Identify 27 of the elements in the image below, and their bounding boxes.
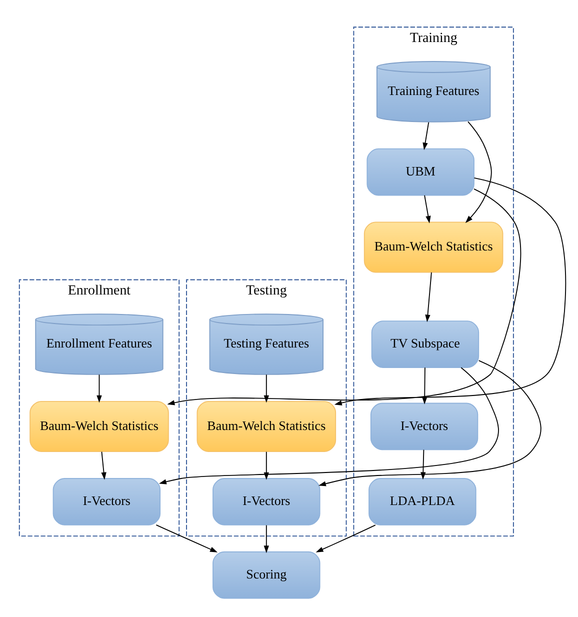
- node-box: LDA-PLDA: [368, 478, 476, 525]
- node-box: Baum-Welch Statistics: [196, 400, 336, 452]
- node-box: UBM: [366, 148, 474, 196]
- arrow: [422, 366, 428, 404]
- arrow: [316, 524, 376, 552]
- arrow: [96, 374, 102, 402]
- arrow: [264, 374, 270, 402]
- node-box: I-Vectors: [52, 478, 161, 525]
- arrow: [334, 177, 566, 405]
- arrow: [264, 524, 270, 553]
- arrow: [424, 194, 431, 223]
- node-box: Baum-Welch Statistics: [30, 400, 169, 452]
- arrow: [101, 450, 106, 480]
- node-box: Scoring: [212, 550, 320, 598]
- arrow: [422, 121, 430, 150]
- arrow: [167, 188, 522, 405]
- node-box: I-Vectors: [370, 402, 478, 450]
- node-box: I-Vectors: [212, 478, 320, 525]
- arrow: [465, 120, 492, 222]
- node-box: Baum-Welch Statistics: [364, 221, 504, 272]
- arrow: [420, 448, 426, 480]
- node-box: TV Subspace: [371, 320, 480, 368]
- arrow: [156, 524, 218, 552]
- arrow: [318, 360, 542, 486]
- arrow: [158, 366, 499, 484]
- arrow: [264, 450, 270, 480]
- arrow: [425, 271, 432, 322]
